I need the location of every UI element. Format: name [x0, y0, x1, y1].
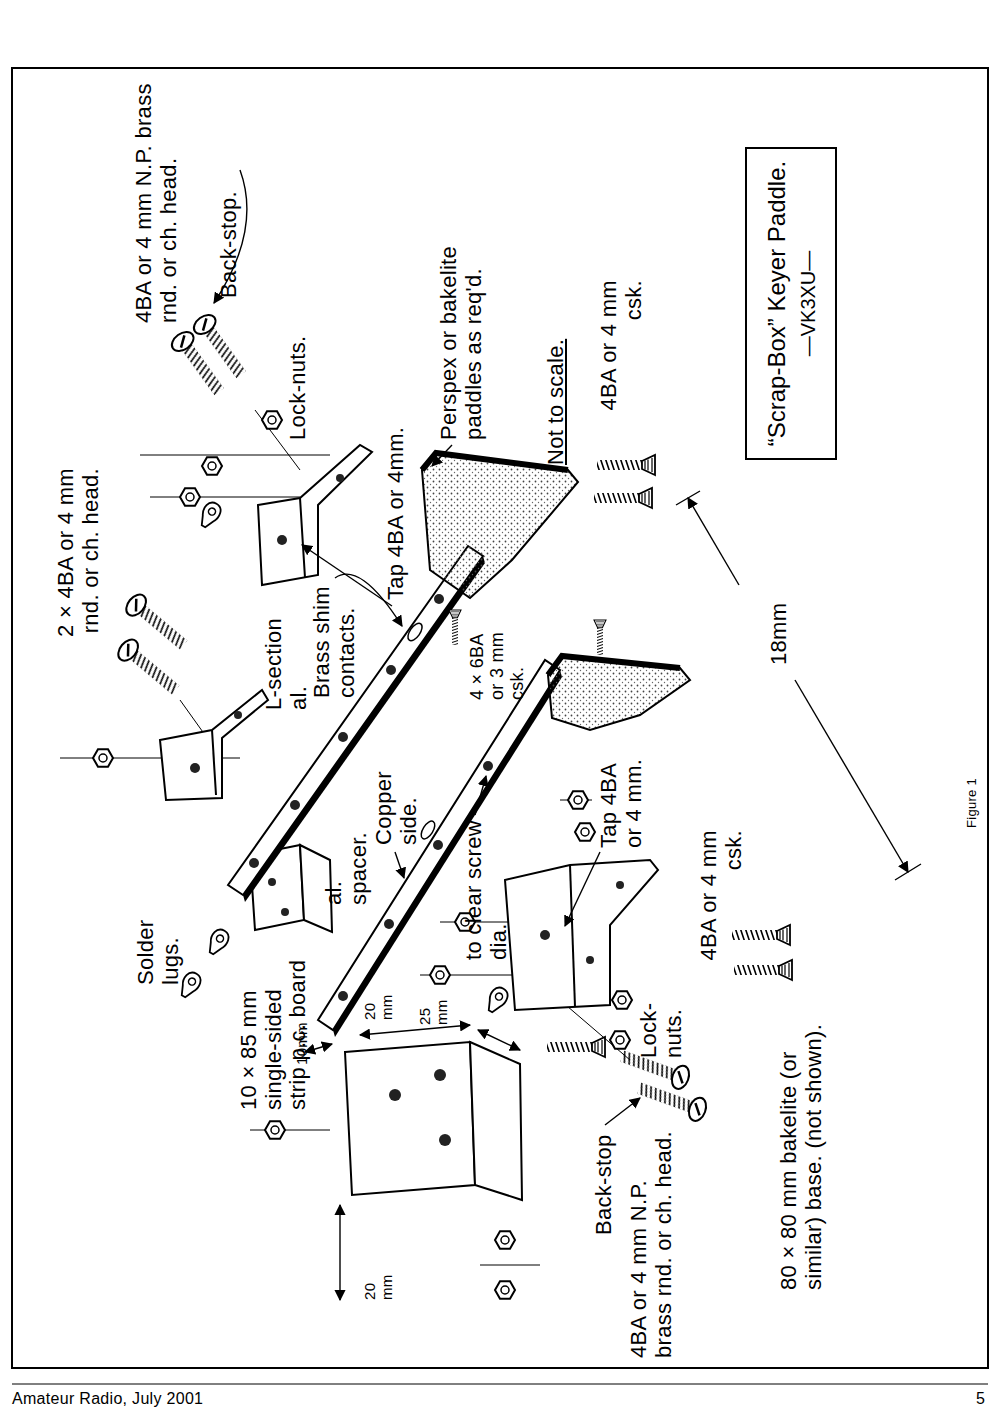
- part-label: 80 × 80 mm bakelite (or similar) base. (…: [777, 1000, 826, 1290]
- part-label: 4BA or 4 mm csk.: [697, 830, 746, 990]
- part-label: Not to scale.: [544, 300, 569, 465]
- part-label: Tap 4BA or 4 mm.: [597, 738, 646, 848]
- part-label: 4 × 6BA or 3 mm csk.: [467, 620, 527, 700]
- page-number: 5: [976, 1390, 985, 1408]
- part-label: Solder lugs.: [134, 875, 183, 985]
- part-label: Back-stop: [592, 1130, 617, 1235]
- rotated-sheet: 4BA or 4 mm N.P. brass rnd. or ch. head.…: [12, 68, 988, 1368]
- dimension-label: 18mm: [767, 595, 792, 665]
- part-label: al. spacer.: [322, 820, 371, 905]
- dimension-lines: [305, 491, 921, 1300]
- footer-rule: [12, 1384, 988, 1385]
- part-label: Perspex or bakelite paddles as req'd.: [437, 225, 486, 440]
- part-label: to clear screw dia.: [462, 820, 511, 960]
- part-label: Lock-nuts.: [637, 983, 686, 1058]
- part-label: Brass shim contacts.: [310, 583, 359, 698]
- title-text: “Scrap-Box” Keyer Paddle.: [763, 161, 791, 446]
- nuts: [93, 411, 632, 1298]
- pcb-strips: [228, 546, 562, 1037]
- part-label: L-section al.: [262, 610, 311, 710]
- dimension-label: 20 mm: [362, 1255, 396, 1300]
- dimension-label: 20 mm: [362, 975, 396, 1020]
- footer-text: Amateur Radio, July 2001: [12, 1390, 203, 1408]
- part-label: 4BA or 4 mm csk.: [597, 280, 646, 440]
- solder-lugs: [176, 500, 510, 1016]
- axis-lines: [60, 410, 630, 1265]
- part-label: Back-stop.: [217, 168, 242, 298]
- dimension-label: 25 mm: [417, 980, 451, 1025]
- alloy-blocks: [160, 445, 658, 1200]
- figure-caption: Figure 1: [965, 778, 980, 828]
- dimension-label: 10mm: [294, 1015, 311, 1065]
- author-callsign: —VK3XU—: [797, 251, 820, 357]
- paddles: [422, 453, 690, 730]
- part-label: 4BA or 4 mm N.P. brass rnd. or ch. head.: [132, 73, 181, 323]
- page-frame: [12, 68, 988, 1368]
- part-label: Tap 4BA or 4mm.: [384, 425, 409, 600]
- part-label: 4BA or 4 mm N.P. brass rnd. or ch. head.: [627, 1128, 676, 1358]
- title-box: “Scrap-Box” Keyer Paddle. —VK3XU—: [745, 147, 837, 460]
- leader-arrows: [214, 170, 640, 1125]
- part-label: Copper side.: [372, 750, 421, 845]
- part-label: Lock-nuts.: [286, 320, 311, 440]
- part-label: 2 × 4BA or 4 mm rnd. or ch. head.: [54, 468, 103, 668]
